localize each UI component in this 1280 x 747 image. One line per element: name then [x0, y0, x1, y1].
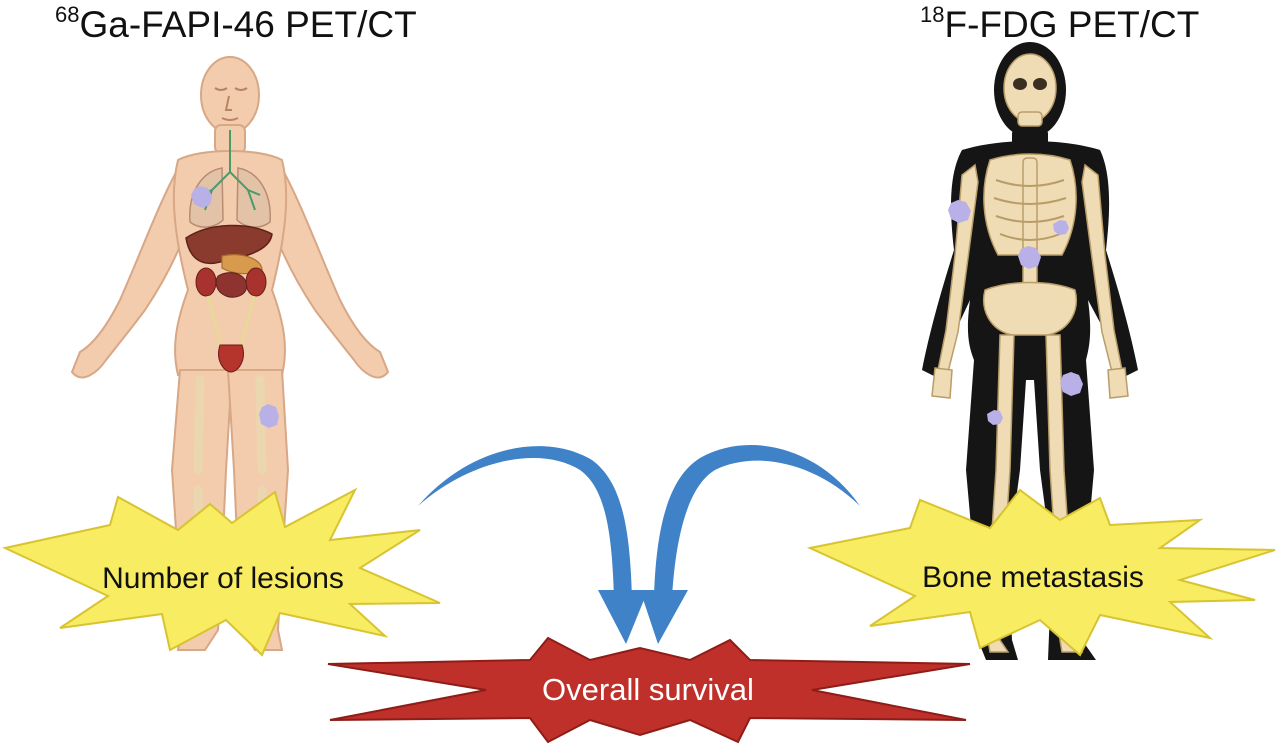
- leg-lesion: [259, 404, 279, 428]
- yellow-burst-left: [1, 487, 441, 657]
- arm-bone-lesion: [948, 200, 971, 223]
- red-burst-banner: [327, 636, 971, 744]
- overall-survival-banner: Overall survival: [327, 636, 971, 744]
- liver: [185, 224, 273, 265]
- bone-burst: Bone metastasis: [806, 488, 1276, 657]
- bone-metastasis-label: Bone metastasis: [922, 561, 1144, 594]
- spine-lesion: [1018, 246, 1041, 269]
- yellow-burst-right: [806, 488, 1276, 657]
- left-title-text: Ga-FAPI-46 PET/CT: [79, 4, 417, 45]
- overall-survival-label: Overall survival: [542, 672, 754, 707]
- right-isotope-superscript: 18: [920, 2, 945, 27]
- curved-arrow-icon-right: [640, 445, 860, 644]
- leg-bone-lesion: [987, 410, 1003, 425]
- lesions-burst: Number of lesions: [1, 487, 441, 657]
- rib-lesion: [1053, 220, 1069, 235]
- lung-lesion: [191, 186, 212, 208]
- lesions-label: Number of lesions: [102, 562, 344, 595]
- femur-lesion: [1060, 372, 1083, 396]
- curved-arrow-icon-left: [418, 446, 648, 644]
- right-title-text: F-FDG PET/CT: [944, 4, 1200, 45]
- right-panel-title: 18F-FDG PET/CT: [920, 2, 1199, 46]
- left-isotope-superscript: 68: [55, 2, 80, 27]
- left-panel-title: 68Ga-FAPI-46 PET/CT: [55, 2, 417, 46]
